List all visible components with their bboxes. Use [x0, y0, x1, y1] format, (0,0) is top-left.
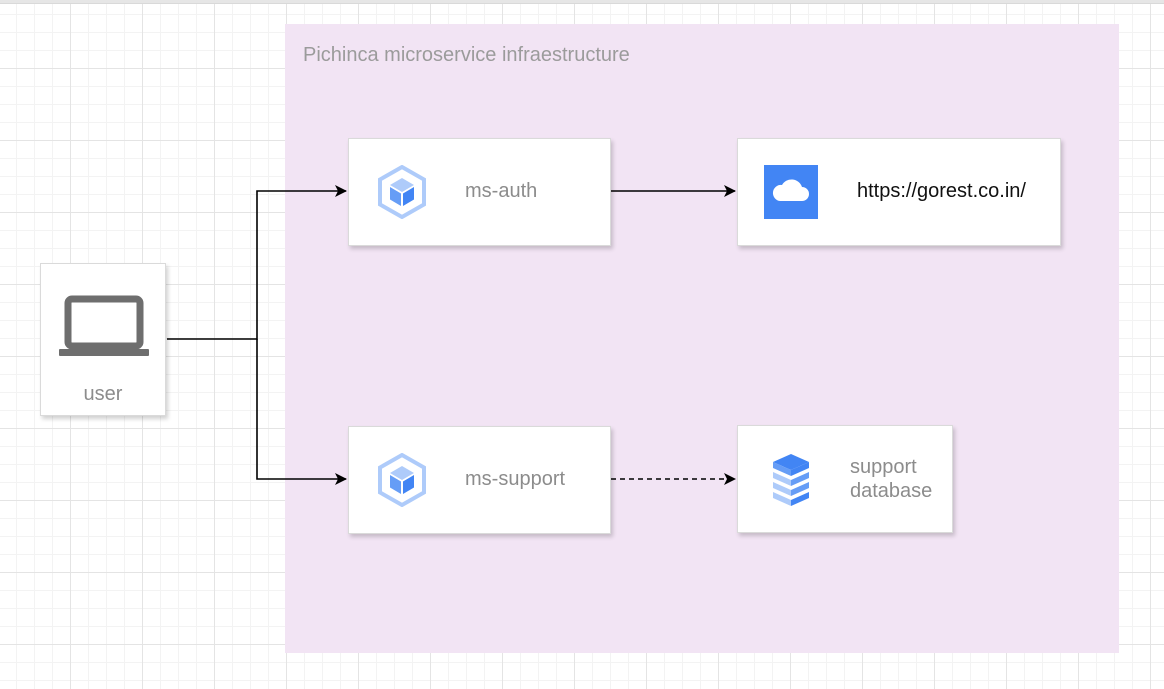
infrastructure-container[interactable]: Pichinca microservice infraestructure: [285, 24, 1119, 653]
laptop-icon: [59, 295, 149, 356]
support-database-node[interactable]: support database: [737, 425, 953, 533]
kubernetes-cube-icon: [378, 453, 426, 507]
ms-auth-label: ms-auth: [465, 180, 538, 202]
external-api-label: https://gorest.co.in/: [857, 180, 1026, 202]
ms-auth-node[interactable]: ms-auth: [348, 138, 611, 246]
edge-user-to-ms-support[interactable]: [256, 339, 347, 485]
edge-user-to-ms-auth[interactable]: [167, 185, 347, 340]
support-database-label-line1: support: [850, 456, 917, 478]
support-database-label-line2: database: [850, 480, 933, 502]
canvas-top-border: [0, 0, 1164, 4]
support-database-label: support database: [850, 455, 932, 503]
external-api-node[interactable]: https://gorest.co.in/: [737, 138, 1061, 246]
ms-support-node[interactable]: ms-support: [348, 426, 611, 534]
user-node[interactable]: user: [40, 263, 166, 416]
container-title: Pichinca microservice infraestructure: [303, 44, 630, 66]
cloud-icon: [764, 165, 818, 219]
database-icon: [773, 454, 809, 506]
kubernetes-cube-icon: [378, 165, 426, 219]
ms-support-label: ms-support: [465, 468, 566, 490]
user-label: user: [83, 383, 123, 405]
